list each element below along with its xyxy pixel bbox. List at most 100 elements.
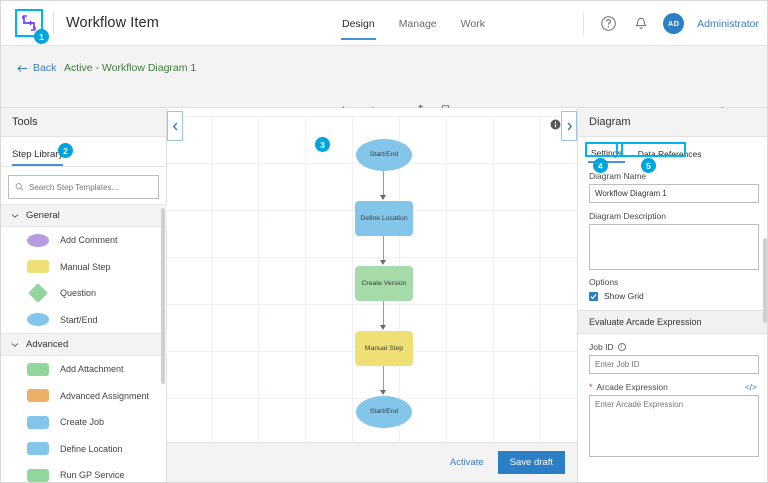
arcade-label-text: Arcade Expression xyxy=(596,382,668,392)
callout-badge-4: 4 xyxy=(593,158,608,173)
search-box[interactable] xyxy=(8,175,159,199)
shape-diamond-icon xyxy=(28,283,48,304)
tab-manage[interactable]: Manage xyxy=(398,17,437,30)
diagram-description-textarea[interactable] xyxy=(589,224,759,270)
step-label: Manual Step xyxy=(60,261,111,272)
workflow-flowchart: Start/End Define Location Create Version… xyxy=(167,108,577,448)
app-header: Workflow Item Design Manage Work xyxy=(1,1,767,46)
chevron-down-icon xyxy=(11,342,19,347)
callout-badge-1: 1 xyxy=(34,29,49,44)
node-label: Start/End xyxy=(369,408,399,416)
show-grid-checkbox[interactable] xyxy=(589,291,598,301)
arcade-expression-textarea[interactable] xyxy=(589,395,759,457)
save-draft-button[interactable]: Save draft xyxy=(497,451,565,474)
callout-badge-2: 2 xyxy=(58,143,73,158)
shape-rect-icon xyxy=(27,442,49,456)
header-actions-divider xyxy=(583,12,585,35)
help-circle-icon[interactable] xyxy=(599,14,618,33)
tools-panel: Tools Step Library General xyxy=(1,108,167,482)
flow-node-define-location[interactable]: Define Location xyxy=(355,201,413,236)
properties-panel-scrollbar[interactable] xyxy=(763,238,767,323)
search-icon xyxy=(15,183,24,191)
search-input[interactable] xyxy=(28,182,152,192)
step-label: Add Comment xyxy=(60,235,118,246)
step-label: Run GP Service xyxy=(60,470,125,481)
tab-data-references[interactable]: Data References xyxy=(637,149,702,159)
diagram-canvas[interactable]: Start/End Define Location Create Version… xyxy=(167,108,577,482)
shape-rect-icon xyxy=(27,260,49,274)
diagram-name-label: Diagram Name xyxy=(589,171,647,181)
step-item-start-end[interactable]: Start/End xyxy=(1,307,167,334)
chevron-left-icon xyxy=(172,122,177,130)
flow-edge xyxy=(383,236,384,262)
node-label: Manual Step xyxy=(364,344,404,352)
collapse-left-panel-button[interactable] xyxy=(167,111,183,141)
flow-node-manual-step[interactable]: Manual Step xyxy=(355,331,413,366)
step-label: Add Attachment xyxy=(60,364,124,375)
show-grid-option[interactable]: Show Grid xyxy=(589,291,767,301)
shape-rect-icon xyxy=(27,362,49,376)
step-item-question[interactable]: Question xyxy=(1,280,167,307)
arcade-expression-label: * Arcade Expression </> xyxy=(589,381,767,392)
callout-badge-3: 3 xyxy=(315,137,330,152)
shape-ellipse-icon xyxy=(27,313,49,327)
group-header-advanced[interactable]: Advanced xyxy=(1,333,167,356)
flow-node-end[interactable]: Start/End xyxy=(356,396,412,428)
flow-node-start[interactable]: Start/End xyxy=(356,139,412,171)
shape-ellipse-icon xyxy=(27,233,49,247)
step-item-manual-step[interactable]: Manual Step xyxy=(1,254,167,281)
step-item-add-comment[interactable]: Add Comment xyxy=(1,227,167,254)
info-icon[interactable]: i xyxy=(617,343,626,351)
shape-rect-icon xyxy=(27,415,49,429)
group-label: Advanced xyxy=(26,339,69,350)
step-item-create-job[interactable]: Create Job xyxy=(1,409,167,436)
required-asterisk: * xyxy=(589,381,593,392)
bell-icon[interactable] xyxy=(631,14,650,33)
step-item-define-location[interactable]: Define Location xyxy=(1,436,167,463)
arcade-section-header: Evaluate Arcade Expression xyxy=(578,310,767,334)
activate-button[interactable]: Activate xyxy=(449,457,484,468)
step-library-scrollbar[interactable] xyxy=(161,208,165,384)
show-grid-label: Show Grid xyxy=(604,291,644,301)
avatar[interactable]: AD xyxy=(663,13,685,34)
workflow-arrows-icon xyxy=(22,15,36,31)
flow-node-create-version[interactable]: Create Version xyxy=(355,266,413,301)
subheader-toolbar: Back Active - Workflow Diagram 1 xyxy=(1,46,767,136)
step-item-run-gp-service[interactable]: Run GP Service xyxy=(1,462,167,482)
shape-rect-icon xyxy=(27,468,49,482)
code-icon[interactable]: </> xyxy=(744,382,757,392)
properties-panel-title: Diagram xyxy=(578,108,767,137)
header-actions: AD Administrator xyxy=(583,1,759,46)
tab-design[interactable]: Design xyxy=(341,1,376,46)
flow-edge xyxy=(383,171,384,197)
diagram-description-label: Diagram Description xyxy=(589,211,666,221)
back-button[interactable]: Back xyxy=(17,62,56,74)
flow-arrow-icon xyxy=(380,195,386,200)
callout-badge-5: 5 xyxy=(641,158,656,173)
chevron-down-icon xyxy=(11,213,19,218)
check-icon xyxy=(590,293,597,299)
info-icon[interactable] xyxy=(550,117,561,130)
shape-rect-icon xyxy=(27,389,49,403)
step-library-list[interactable]: General Add Comment Manual Step Question… xyxy=(1,204,167,482)
tools-panel-title: Tools xyxy=(1,108,166,137)
main-nav-tabs: Design Manage Work xyxy=(341,1,486,46)
step-item-add-attachment[interactable]: Add Attachment xyxy=(1,356,167,383)
breadcrumb: Active - Workflow Diagram 1 xyxy=(64,62,197,74)
flow-arrow-icon xyxy=(380,260,386,265)
collapse-right-panel-button[interactable] xyxy=(561,111,577,141)
app-logo-button[interactable] xyxy=(15,9,43,37)
step-item-advanced-assignment[interactable]: Advanced Assignment xyxy=(1,383,167,410)
user-name-link[interactable]: Administrator xyxy=(697,17,759,30)
options-label: Options xyxy=(589,277,619,287)
group-header-general[interactable]: General xyxy=(1,204,167,227)
diagram-name-input[interactable] xyxy=(589,184,759,203)
step-label: Question xyxy=(60,288,97,299)
tab-work[interactable]: Work xyxy=(460,17,485,30)
tab-step-library[interactable]: Step Library xyxy=(12,149,64,166)
tools-panel-tabs: Step Library xyxy=(1,137,166,167)
job-id-input[interactable] xyxy=(589,355,759,374)
step-label: Start/End xyxy=(60,314,98,325)
step-label: Create Job xyxy=(60,417,105,428)
